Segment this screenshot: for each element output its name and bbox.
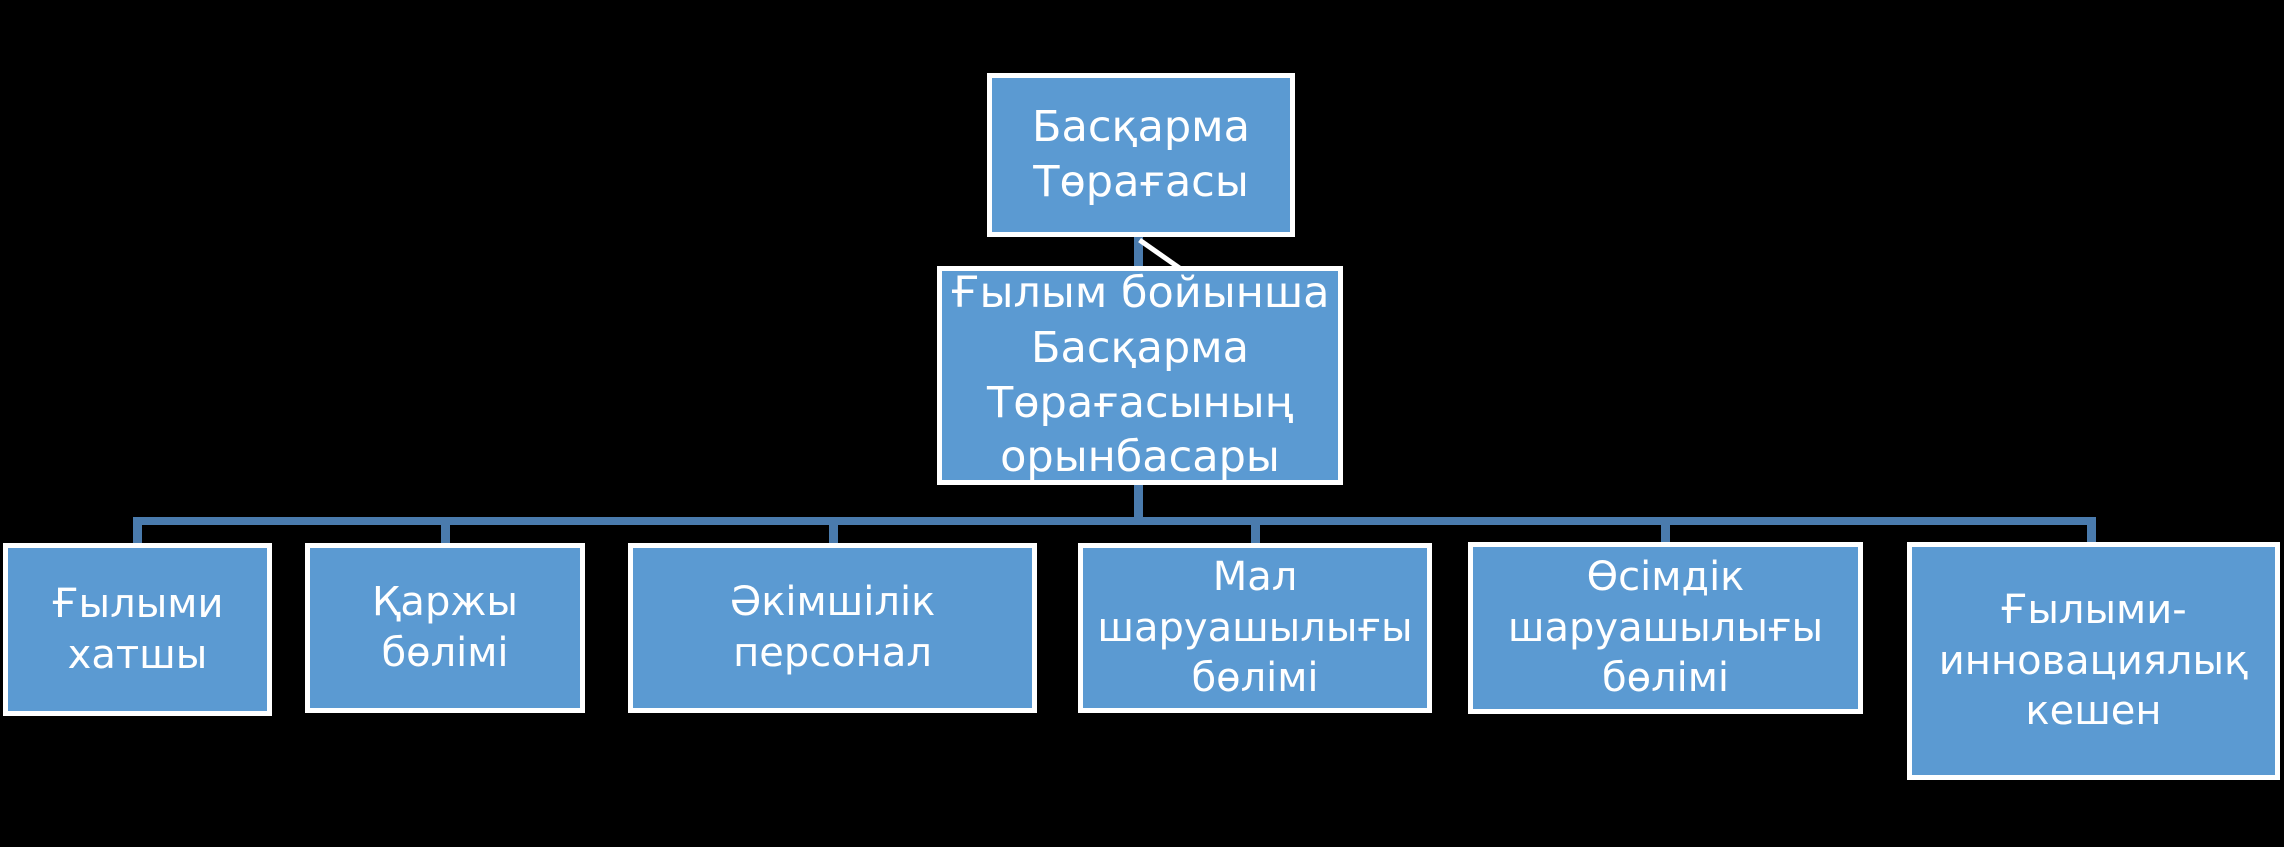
- org-node-science-secretary[interactable]: Ғылыми хатшы: [3, 543, 272, 716]
- connector-horizontal-rail: [133, 517, 2096, 525]
- org-node-finance-department-label: Қаржы бөлімі: [372, 579, 518, 676]
- org-node-chairman[interactable]: Басқарма Төрағасы: [987, 73, 1295, 237]
- org-node-crop-department[interactable]: Өсімдік шаруашылығы бөлімі: [1468, 542, 1863, 714]
- org-node-finance-department[interactable]: Қаржы бөлімі: [305, 543, 585, 713]
- org-node-livestock-department-label: Мал шаруашылығы бөлімі: [1097, 553, 1413, 702]
- connector-drop-science-secretary: [133, 523, 142, 545]
- org-node-administrative-staff[interactable]: Әкімшілік персонал: [628, 543, 1037, 713]
- org-node-deputy-chairman-science-label: Ғылым бойынша Басқарма Төрағасының орынб…: [950, 268, 1330, 483]
- org-node-science-innovation-complex-label: Ғылыми-инновациялық кешен: [1938, 586, 2249, 735]
- org-node-chairman-label: Басқарма Төрағасы: [1032, 102, 1250, 207]
- connector-drop-finance: [441, 523, 450, 545]
- org-node-science-innovation-complex[interactable]: Ғылыми-инновациялық кешен: [1907, 542, 2280, 780]
- connector-root-to-deputy: [1134, 237, 1143, 267]
- org-node-deputy-chairman-science[interactable]: Ғылым бойынша Басқарма Төрағасының орынб…: [937, 266, 1343, 485]
- connector-deputy-to-rail: [1134, 485, 1143, 523]
- org-node-science-secretary-label: Ғылыми хатшы: [51, 580, 224, 678]
- connector-drop-innovation: [2087, 523, 2096, 544]
- connector-drop-livestock: [1251, 523, 1260, 545]
- connector-drop-crops: [1661, 523, 1670, 545]
- org-node-crop-department-label: Өсімдік шаруашылығы бөлімі: [1507, 553, 1824, 702]
- org-node-livestock-department[interactable]: Мал шаруашылығы бөлімі: [1078, 543, 1432, 713]
- connector-drop-admin: [829, 523, 838, 545]
- org-node-administrative-staff-label: Әкімшілік персонал: [729, 579, 936, 676]
